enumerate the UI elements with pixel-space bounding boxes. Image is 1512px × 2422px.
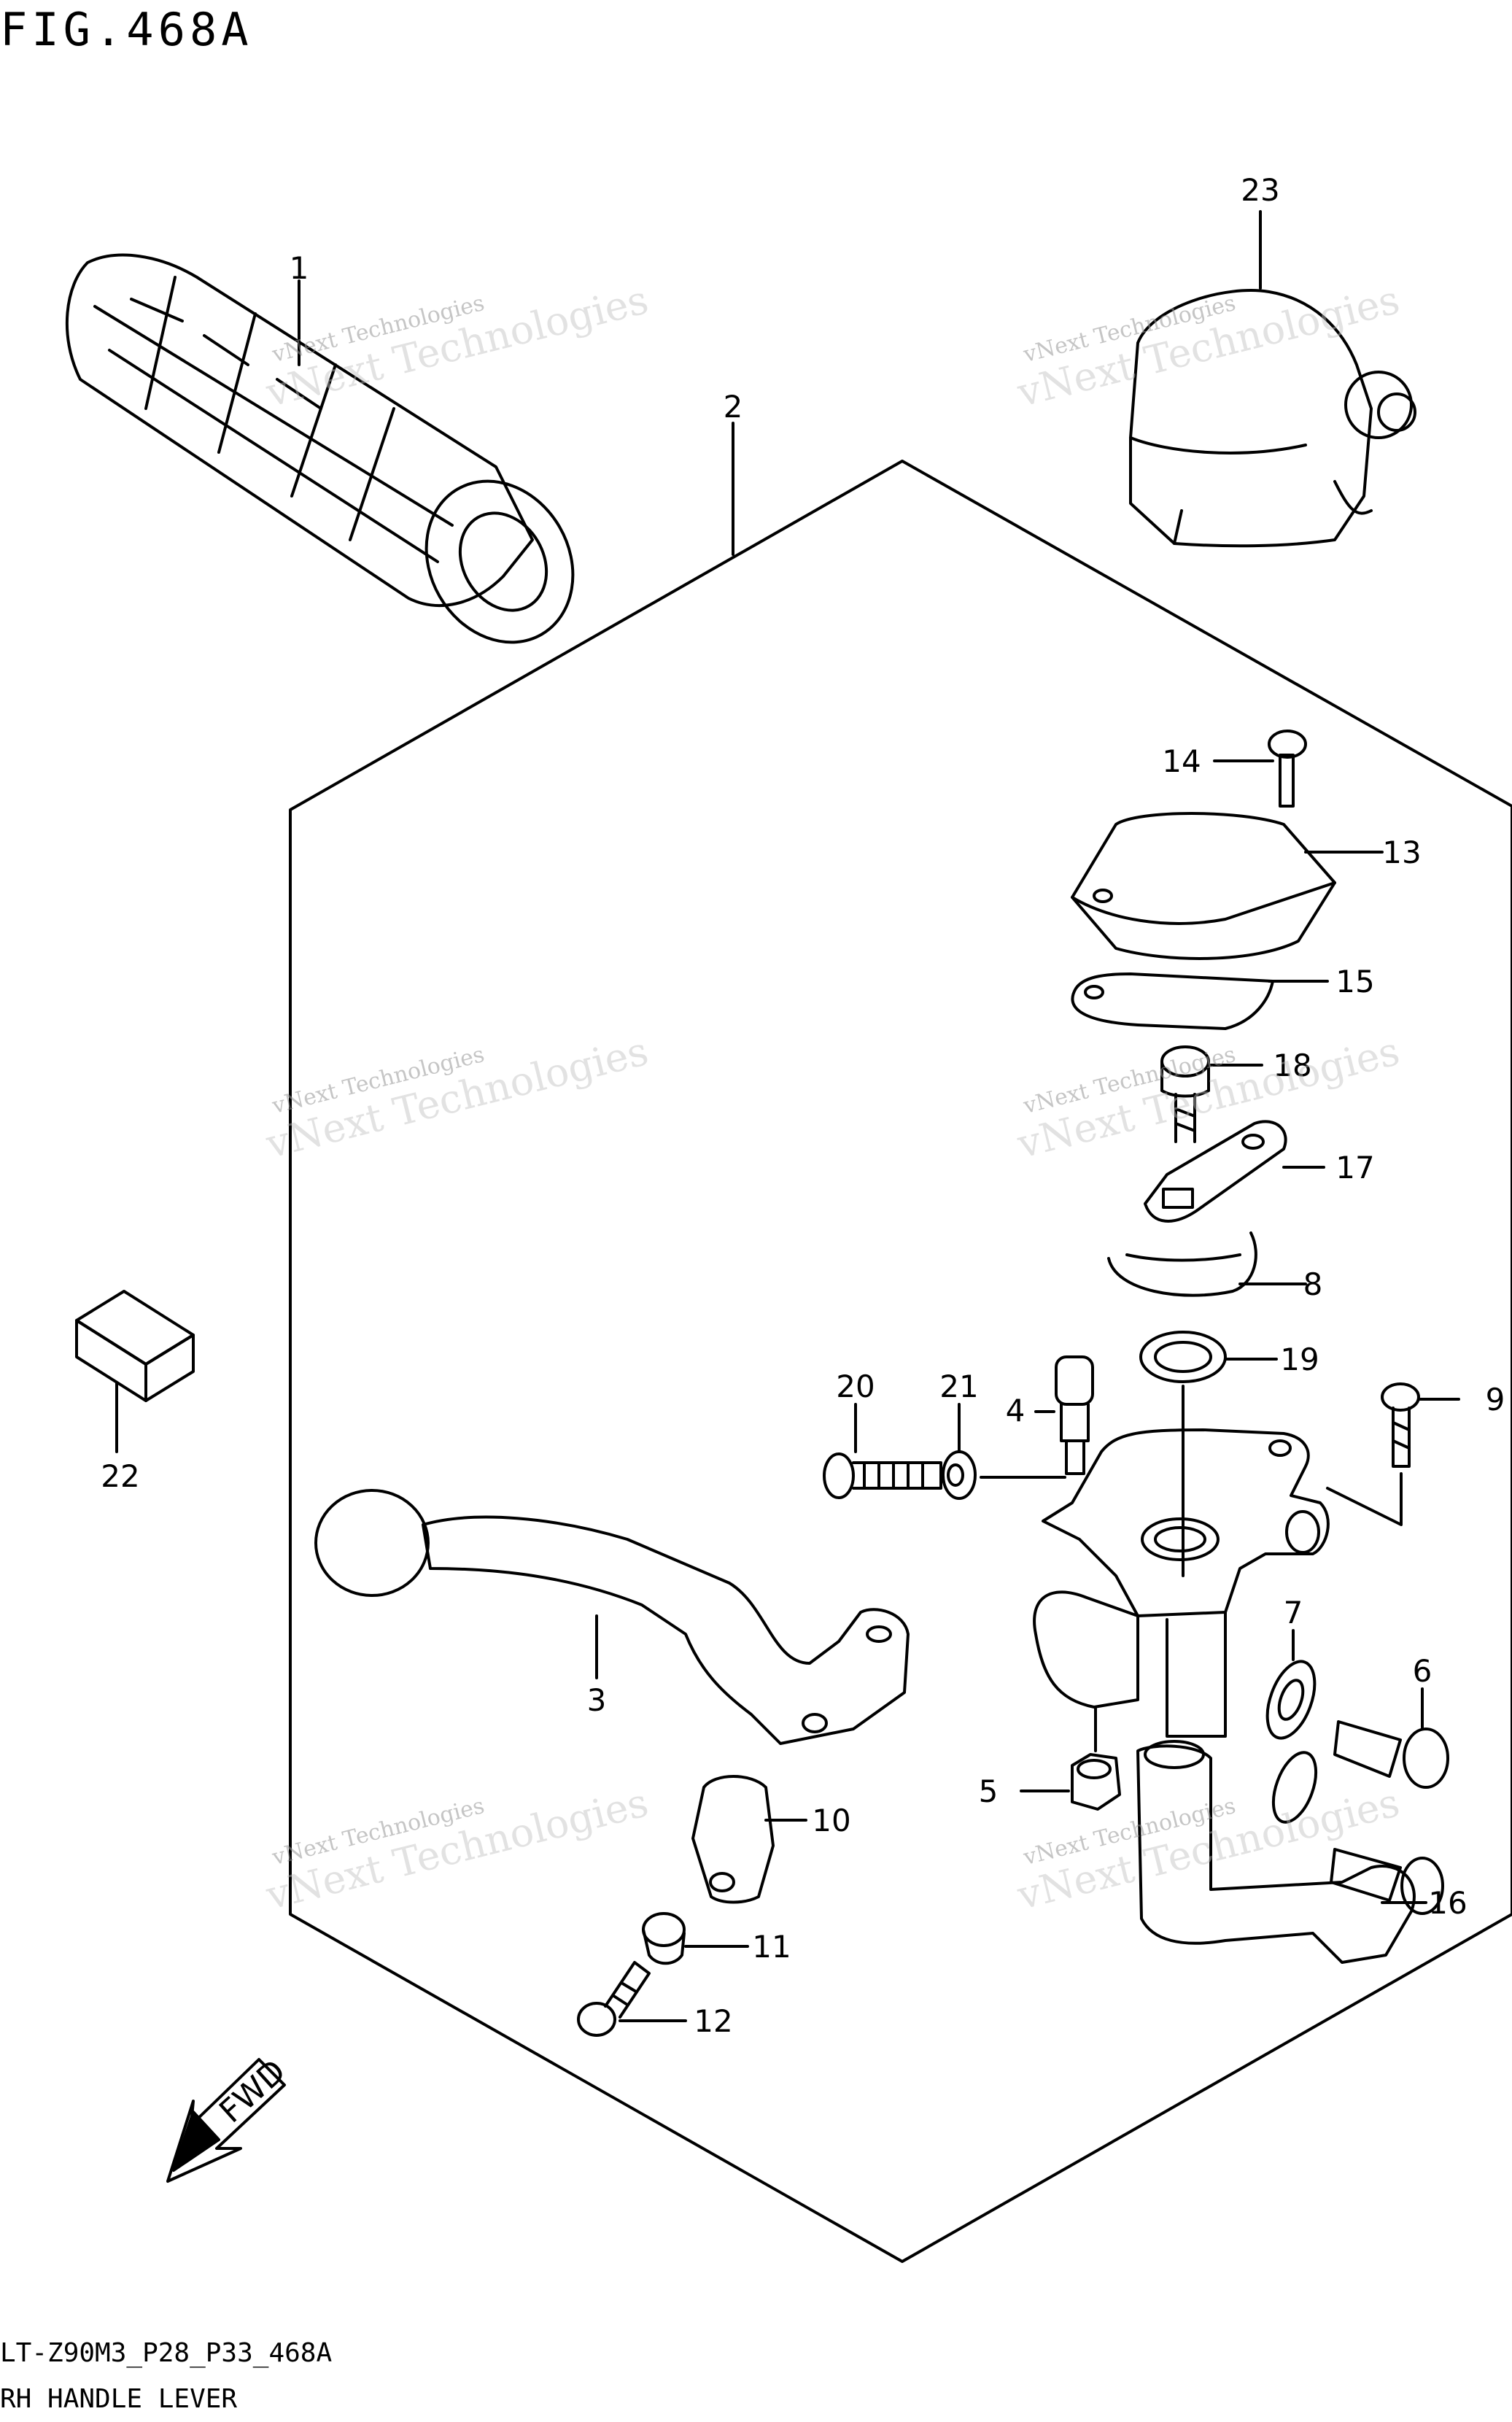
- callout-8: 8: [1303, 1266, 1323, 1302]
- part-7-adjuster[interactable]: [1258, 1655, 1325, 1828]
- part-6-bolt[interactable]: [1330, 1720, 1449, 1915]
- part-11-collar[interactable]: [642, 1912, 686, 1965]
- model-code: LT-Z90M3_P28_P33_468A: [0, 2338, 333, 2368]
- callout-15: 15: [1335, 964, 1374, 999]
- part-8-clip[interactable]: [1107, 1231, 1257, 1297]
- part-17-bracket[interactable]: [1144, 1120, 1287, 1223]
- callout-22: 22: [101, 1458, 139, 1494]
- part-23-cover[interactable]: [1129, 289, 1416, 548]
- part-9-screw[interactable]: [1381, 1382, 1420, 1468]
- callout-12: 12: [694, 2003, 732, 2039]
- callout-9: 9: [1486, 1382, 1505, 1417]
- callout-20: 20: [836, 1369, 875, 1404]
- callout-3: 3: [587, 1682, 607, 1718]
- callout-21: 21: [939, 1369, 978, 1404]
- part-14-screw[interactable]: [1268, 730, 1307, 808]
- part-15-diaphragm[interactable]: [1071, 972, 1274, 1030]
- part-5-nut[interactable]: [1071, 1753, 1121, 1811]
- part-16-brake-arm[interactable]: [1136, 1740, 1416, 1964]
- assembly-boundary: [289, 460, 1512, 2263]
- screw-9-axis: [1326, 1472, 1403, 1526]
- part-12-screw[interactable]: [577, 1961, 651, 2037]
- callout-1: 1: [290, 250, 309, 286]
- part-21-nut[interactable]: [942, 1450, 977, 1500]
- callout-7: 7: [1284, 1595, 1303, 1630]
- callout-4: 4: [1006, 1393, 1026, 1428]
- part-20-screw[interactable]: [823, 1452, 942, 1499]
- master-cylinder-body[interactable]: [1033, 1428, 1330, 1738]
- callout-19: 19: [1280, 1342, 1319, 1377]
- callout-5: 5: [979, 1773, 999, 1809]
- callout-14: 14: [1162, 743, 1201, 779]
- part-18-bolt[interactable]: [1160, 1045, 1210, 1143]
- part-22-block[interactable]: [75, 1290, 195, 1402]
- part-1-grip[interactable]: [65, 253, 602, 669]
- part-3-brake-lever[interactable]: [314, 1489, 910, 1745]
- part-4-pivot-bolt[interactable]: [1055, 1355, 1094, 1475]
- section-name: RH HANDLE LEVER: [0, 2384, 238, 2414]
- callout-10: 10: [812, 1803, 850, 1838]
- part-19-o-ring[interactable]: [1139, 1331, 1227, 1383]
- callout-23: 23: [1241, 172, 1279, 208]
- callout-6: 6: [1413, 1653, 1432, 1689]
- part-10-switch[interactable]: [691, 1775, 775, 1904]
- callout-17: 17: [1335, 1150, 1374, 1185]
- part-13-reservoir-cap[interactable]: [1071, 812, 1336, 960]
- callout-13: 13: [1382, 835, 1421, 870]
- callout-2: 2: [724, 389, 743, 425]
- callout-11: 11: [752, 1929, 791, 1965]
- callout-18: 18: [1273, 1048, 1311, 1083]
- callout-16: 16: [1428, 1885, 1467, 1921]
- figure-title: FIG.468A: [0, 3, 253, 56]
- fwd-arrow-icon: FWD: [166, 2053, 293, 2183]
